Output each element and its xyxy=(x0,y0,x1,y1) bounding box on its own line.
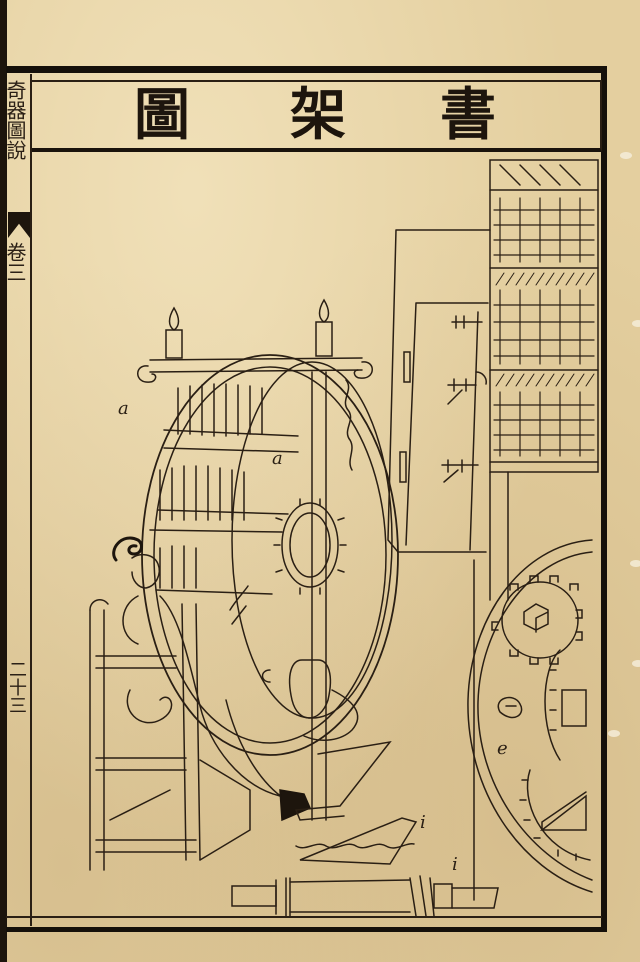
diagram-label-a-center: a xyxy=(272,448,283,469)
diagram-label-i-lower: i xyxy=(452,854,458,875)
title-box xyxy=(32,80,602,152)
gear-housing xyxy=(467,539,593,893)
margin-column xyxy=(6,74,32,926)
bottom-rule xyxy=(6,916,602,918)
margin-book-title: 奇器圖說 xyxy=(3,80,27,160)
diagram-label-e: e xyxy=(497,738,508,759)
bookshelf-wheel-illustration xyxy=(89,159,599,917)
cabinet xyxy=(387,229,491,553)
chair xyxy=(89,599,251,871)
bookcase xyxy=(489,159,599,601)
reader-figure xyxy=(112,536,311,822)
book-wheel xyxy=(137,298,399,821)
margin-page-number: 二十三 xyxy=(6,660,27,714)
print-frame xyxy=(6,66,607,932)
diagram-label-i-upper: i xyxy=(420,812,426,833)
title-char-2: 架 xyxy=(290,82,346,148)
cabinet-handles xyxy=(399,315,487,483)
roller-axle xyxy=(231,875,499,917)
title-char-1: 書 xyxy=(440,82,496,148)
binding-spine xyxy=(0,0,7,962)
footrest xyxy=(295,740,418,865)
diagram-label-a-left: a xyxy=(118,398,129,419)
margin-volume: 卷三 xyxy=(3,242,27,282)
title-char-3: 圖 xyxy=(134,82,190,148)
